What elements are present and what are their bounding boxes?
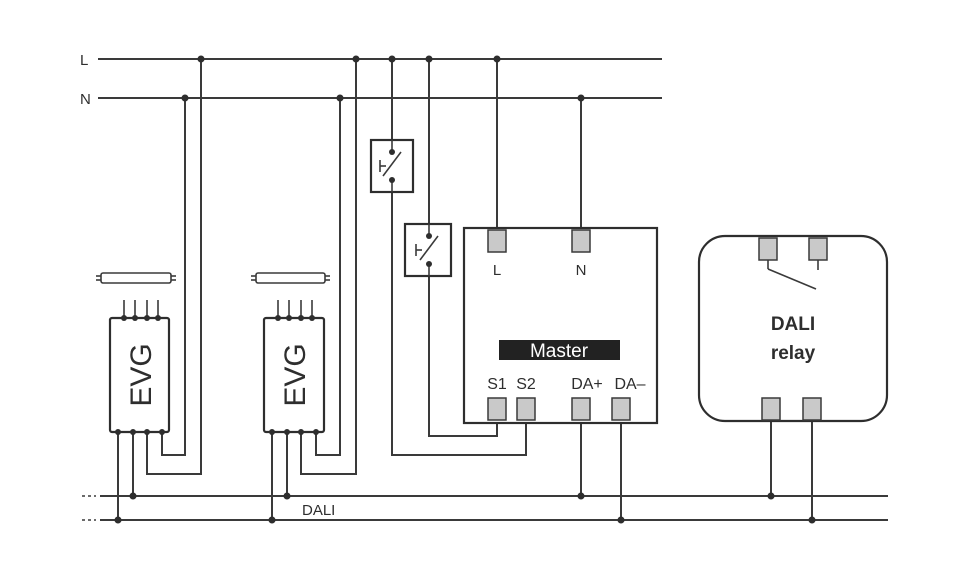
master-terminal-s2 <box>516 397 536 421</box>
master-box <box>462 226 659 425</box>
relay-label-line1: DALI <box>771 314 815 335</box>
relay-terminal-bottom-2 <box>802 397 822 421</box>
master-label-da-minus: DA– <box>614 376 645 393</box>
relay-box <box>697 234 889 423</box>
dali-bus: DALI <box>82 495 888 521</box>
ballast-1: EVG <box>96 272 176 435</box>
master-module: L N Master S1 S2 DA+ DA– <box>462 226 659 425</box>
ballast-1-box <box>108 316 171 434</box>
master-label-s2: S2 <box>516 376 536 393</box>
ballast-2-box <box>262 316 326 434</box>
n-line-label: N <box>80 91 91 108</box>
master-terminal-da-minus <box>611 397 631 421</box>
relay-terminal-top-1 <box>758 237 778 261</box>
switch-2-box <box>403 222 453 278</box>
lamp-tube-1 <box>96 272 176 284</box>
relay-wiring <box>767 418 816 524</box>
master-label-s1: S1 <box>487 376 507 393</box>
relay-terminal-bottom-1 <box>761 397 781 421</box>
ballast-2-label: EVG <box>279 343 312 406</box>
master-terminal-da-plus <box>571 397 591 421</box>
master-terminal-s1 <box>487 397 507 421</box>
ballast-2-wiring <box>268 55 360 524</box>
master-label-n: N <box>576 262 587 279</box>
switch-wiring <box>388 55 527 456</box>
pushbutton-switch-1 <box>369 138 415 194</box>
master-terminal-n <box>571 229 591 253</box>
master-wiring <box>493 55 625 524</box>
ballast-2: EVG <box>251 272 330 435</box>
l-line-label: L <box>80 52 88 69</box>
relay-terminal-top-2 <box>808 237 828 261</box>
master-label-l: L <box>493 262 501 279</box>
pushbutton-switch-2 <box>403 222 453 278</box>
dali-relay: DALI relay <box>697 234 889 423</box>
master-title: Master <box>530 341 589 362</box>
ballast-1-wiring <box>114 55 205 524</box>
relay-label-line2: relay <box>771 343 816 364</box>
master-terminal-l <box>487 229 507 253</box>
master-title-bar <box>499 340 620 360</box>
bus-lines: L N <box>80 52 662 108</box>
lamp-tube-2 <box>251 272 330 284</box>
ballast-1-label: EVG <box>125 343 158 406</box>
master-label-da-plus: DA+ <box>571 376 603 393</box>
dali-bus-label: DALI <box>302 502 335 519</box>
